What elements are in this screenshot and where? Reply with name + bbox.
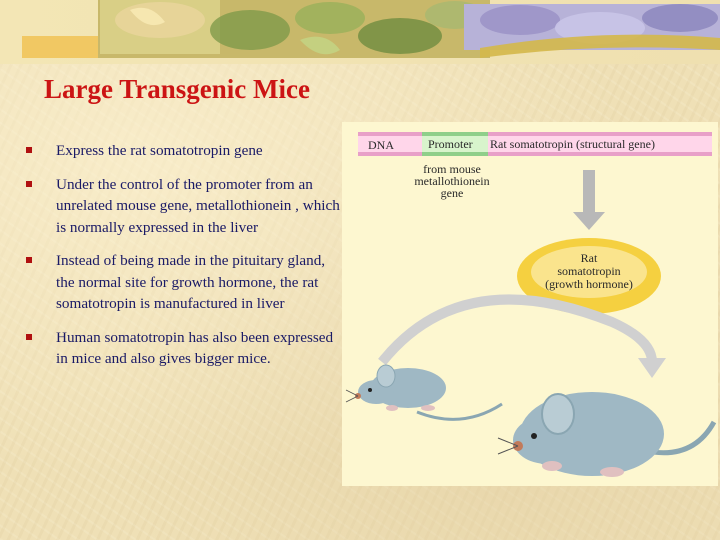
down-arrow xyxy=(573,170,605,230)
curved-arrow-head xyxy=(638,358,666,378)
promoter-highlight xyxy=(422,136,488,152)
bullet-item: Under the control of the promoter from a… xyxy=(26,174,344,239)
small-mouse-icon xyxy=(345,364,503,421)
product-label-line: somatotropin xyxy=(557,264,620,278)
bullet-text: Under the control of the promoter from a… xyxy=(56,175,340,236)
promoter-note-line: gene xyxy=(441,186,464,200)
gene-label: Rat somatotropin (structural gene) xyxy=(490,137,655,151)
bullet-text: Express the rat somatotropin gene xyxy=(56,142,263,159)
hormone-ellipse-glow xyxy=(531,246,647,298)
bullet-list: Express the rat somatotropin gene Under … xyxy=(26,140,344,382)
bullet-item: Express the rat somatotropin gene xyxy=(26,140,344,162)
slide-title: Large Transgenic Mice xyxy=(44,74,310,104)
bullet-text: Human somatotropin has also been express… xyxy=(56,328,334,368)
bullet-item: Human somatotropin has also been express… xyxy=(26,327,344,370)
promoter-note-line: from mouse xyxy=(423,162,481,176)
dna-label: DNA xyxy=(368,138,394,152)
bullet-marker xyxy=(26,257,32,263)
transgene-figure: DNA Promoter Rat somatotropin (structura… xyxy=(342,122,718,486)
promoter-label: Promoter xyxy=(428,137,473,151)
product-label-line: (growth hormone) xyxy=(545,277,633,291)
product-label-line: Rat xyxy=(581,251,598,265)
promoter-note-line: metallothionein xyxy=(414,174,489,188)
transgene-diagram: DNA Promoter Rat somatotropin (structura… xyxy=(345,132,717,477)
bullet-marker xyxy=(26,147,32,153)
bullet-marker xyxy=(26,333,32,340)
decorative-banner xyxy=(0,0,720,64)
bullet-text: Instead of being made in the pituitary g… xyxy=(56,252,326,312)
curved-arrow xyxy=(378,294,657,366)
bullet-marker xyxy=(26,180,32,187)
bullet-item: Instead of being made in the pituitary g… xyxy=(26,250,344,315)
large-mouse-icon xyxy=(497,392,717,477)
